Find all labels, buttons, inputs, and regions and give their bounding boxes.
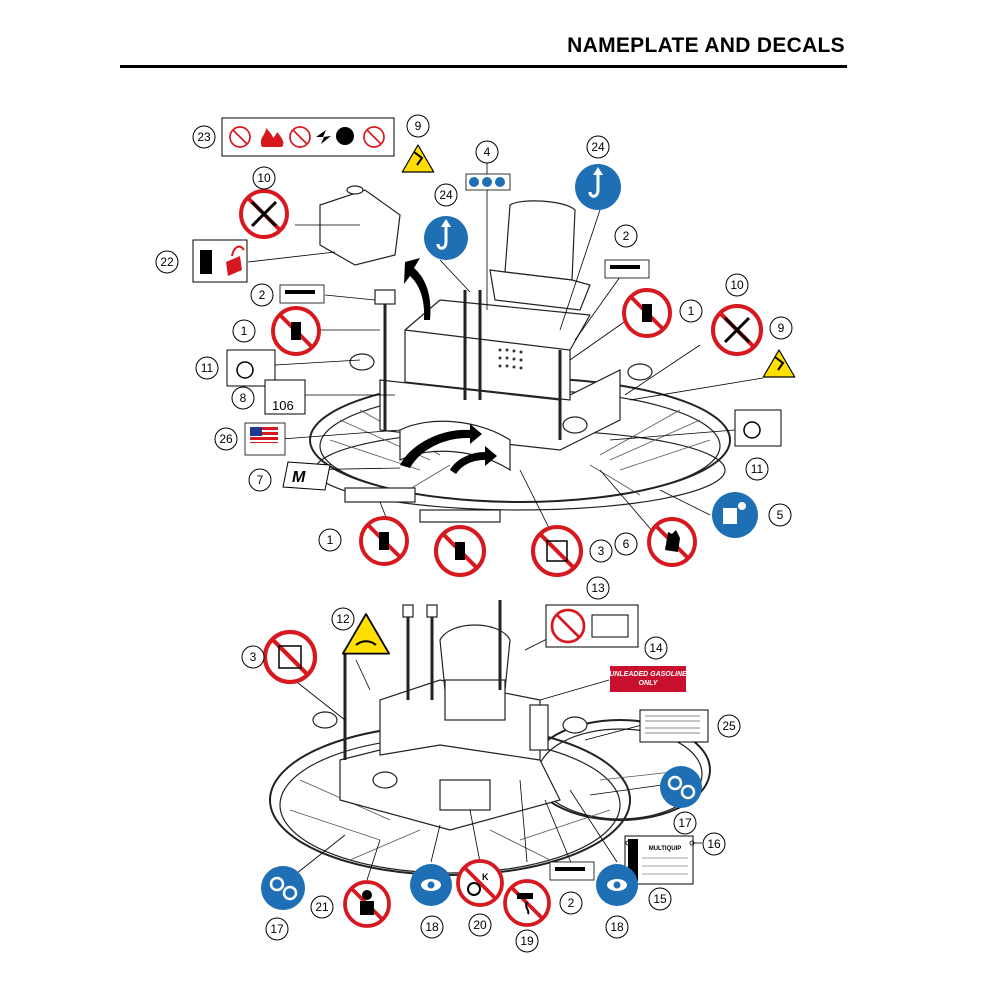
decal-11-manual-right xyxy=(734,409,782,447)
decal-2-upper-left xyxy=(279,284,325,304)
callout-18: 18 xyxy=(610,920,624,934)
decal-26-us-flag xyxy=(244,422,286,456)
callout-16: 16 xyxy=(707,837,721,851)
callout-12: 12 xyxy=(336,612,350,626)
callout-3: 3 xyxy=(598,544,605,558)
callout-9: 9 xyxy=(778,321,785,335)
decal-17-gears-right xyxy=(660,766,702,808)
hour-meter-value: 106 xyxy=(272,398,294,413)
callout-18: 18 xyxy=(425,920,439,934)
decal-13-engine-warning xyxy=(545,604,639,648)
decal-18-eye-protection-right xyxy=(596,864,638,906)
callout-10: 10 xyxy=(730,278,744,292)
decal-1-no-touch-lower-right xyxy=(436,527,484,575)
decal-1-no-touch-upper-left xyxy=(271,306,321,356)
nameplate-brand: MULTIQUIP xyxy=(649,846,682,852)
callout-24: 24 xyxy=(591,140,605,154)
decal-24-lifting-point-left xyxy=(424,216,468,260)
decal-10-rotating-parts-upper xyxy=(239,189,289,239)
callout-14: 14 xyxy=(649,641,663,655)
callout-6: 6 xyxy=(623,537,630,551)
decal-2-lower xyxy=(549,861,595,881)
callout-5: 5 xyxy=(777,508,784,522)
callout-2: 2 xyxy=(623,229,630,243)
leader-lines-bottom xyxy=(264,635,663,886)
decal-15-nameplate: MULTIQUIP xyxy=(624,835,694,885)
callout-1: 1 xyxy=(688,304,695,318)
decal-22-refuel xyxy=(192,239,248,283)
decal-14-fuel-label: UNLEADED GASOLINE ONLY xyxy=(609,666,687,692)
decal-7-logo: M xyxy=(282,461,331,491)
callout-20: 20 xyxy=(473,918,487,932)
callout-11: 11 xyxy=(201,361,214,375)
callout-bubbles xyxy=(155,114,793,953)
decal-18-eye-protection-left xyxy=(410,864,452,906)
callout-19: 19 xyxy=(520,934,534,948)
callout-17: 17 xyxy=(678,816,692,830)
svg-text:M: M xyxy=(292,469,306,486)
decal-5-read-manual xyxy=(712,492,758,538)
callout-8: 8 xyxy=(240,391,247,405)
callout-21: 21 xyxy=(315,900,329,914)
decal-2-upper-right xyxy=(604,259,650,279)
decal-3-no-step-lower xyxy=(265,632,315,682)
decal-24-lifting-point-right xyxy=(575,164,621,210)
page-title: NAMEPLATE AND DECALS xyxy=(567,34,845,57)
decal-12-hot-surface xyxy=(342,613,390,655)
decal-4-ppe-strip xyxy=(465,173,511,191)
decal-3-no-step-upper xyxy=(533,527,581,575)
callout-numbers: 23 9 4 24 10 24 22 2 2 10 1 1 9 11 8 26 … xyxy=(160,119,784,948)
title-rule xyxy=(120,65,847,68)
callout-1: 1 xyxy=(241,324,248,338)
decal-17-gears-left xyxy=(261,866,305,910)
callout-22: 22 xyxy=(160,255,174,269)
callout-2: 2 xyxy=(259,288,266,302)
callout-11: 11 xyxy=(751,462,764,476)
callout-15: 15 xyxy=(653,892,667,906)
upper-trowel-illustration xyxy=(309,185,731,523)
callout-4: 4 xyxy=(484,145,491,159)
callout-23: 23 xyxy=(197,130,211,144)
callout-1: 1 xyxy=(327,533,334,547)
callout-9: 9 xyxy=(415,119,422,133)
callout-7: 7 xyxy=(257,473,264,487)
callout-25: 25 xyxy=(722,719,736,733)
callout-2: 2 xyxy=(568,896,575,910)
svg-text:K: K xyxy=(482,872,489,882)
lift-arrows xyxy=(400,258,497,474)
decal-19-no-water xyxy=(503,879,551,927)
callout-26: 26 xyxy=(219,432,233,446)
decal-1-no-touch-right xyxy=(622,288,672,338)
decal-20-no-lift: K xyxy=(456,859,504,907)
callout-10: 10 xyxy=(257,171,271,185)
callout-3: 3 xyxy=(250,650,257,664)
callout-13: 13 xyxy=(591,581,605,595)
decal-6-no-hands xyxy=(647,517,697,567)
callout-17: 17 xyxy=(270,922,284,936)
decal-16-rivets xyxy=(625,840,702,846)
decal-9-warning-right xyxy=(762,349,796,378)
decal-1-no-touch-lower xyxy=(359,516,409,566)
decal-10-rotating-parts-right xyxy=(713,306,761,354)
decal-25-compliance xyxy=(639,709,709,743)
fuel-label-line2: ONLY xyxy=(639,680,659,687)
decal-9-warning-upper xyxy=(401,144,435,173)
callout-24: 24 xyxy=(439,188,453,202)
lower-trowel-illustration xyxy=(269,600,711,876)
fuel-label-line1: UNLEADED GASOLINE xyxy=(609,671,687,678)
decal-23-safety-strip xyxy=(221,117,395,157)
decal-21-no-riders xyxy=(343,880,391,928)
decal-8-hour-meter: 106 xyxy=(264,379,306,415)
